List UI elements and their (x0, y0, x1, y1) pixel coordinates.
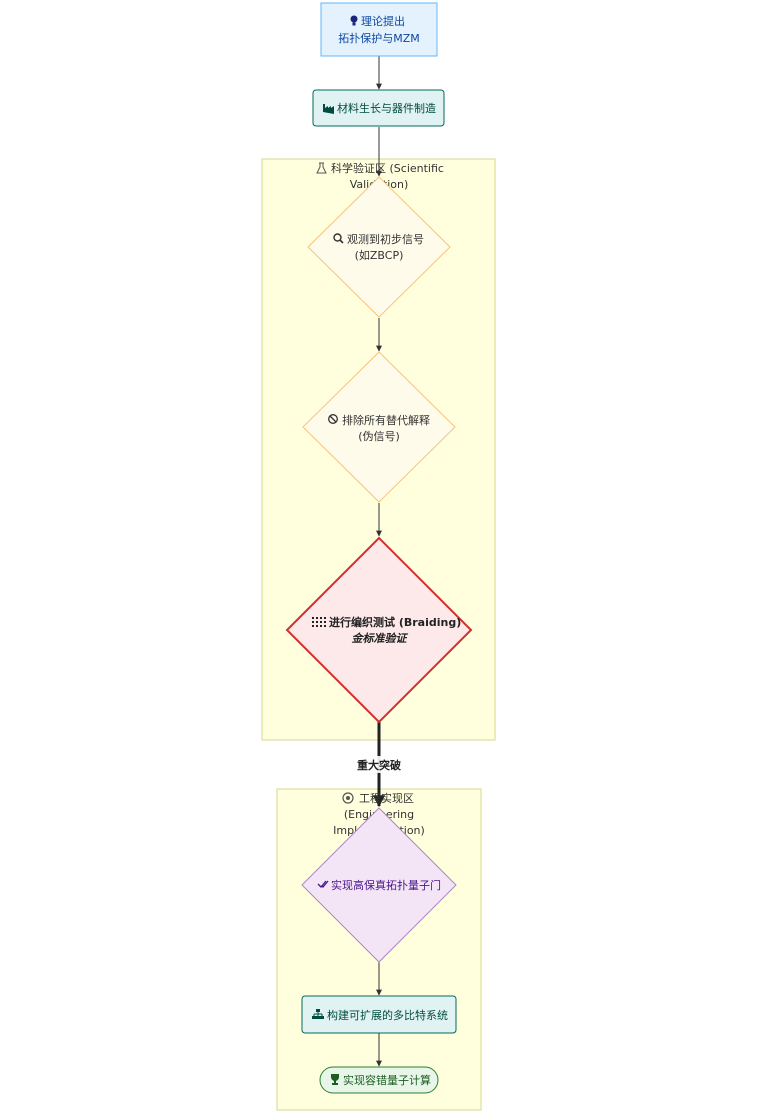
trophy-icon (331, 1074, 339, 1085)
svg-text:进行编织测试 (Braiding): 进行编织测试 (Braiding) (329, 615, 461, 629)
lightbulb-icon (350, 15, 358, 26)
node-scalable[interactable]: 构建可扩展的多比特系统 (301, 995, 457, 1034)
svg-text:(伪信号): (伪信号) (358, 430, 400, 443)
svg-text:工程实现区: 工程实现区 (359, 791, 414, 805)
node-theory[interactable]: 理论提出 拓扑保护与MZM (320, 2, 438, 57)
svg-text:科学验证区 (Scientific: 科学验证区 (Scientific (331, 161, 444, 175)
svg-text:实现高保真拓扑量子门: 实现高保真拓扑量子门 (331, 878, 441, 892)
svg-text:拓扑保护与MZM: 拓扑保护与MZM (338, 31, 420, 45)
svg-text:材料生长与器件制造: 材料生长与器件制造 (337, 101, 436, 115)
svg-text:理论提出: 理论提出 (361, 14, 405, 28)
node-fault-tolerant[interactable]: 实现容错量子计算 (319, 1066, 439, 1094)
svg-text:实现容错量子计算: 实现容错量子计算 (343, 1073, 431, 1087)
check-double-icon (317, 880, 329, 888)
gear-icon (342, 792, 354, 804)
svg-text:观测到初步信号: 观测到初步信号 (347, 232, 424, 246)
flask-icon (316, 162, 327, 174)
node-braiding[interactable]: 进行编织测试 (Braiding) 金标准验证 (285, 536, 473, 724)
ban-icon (328, 414, 338, 424)
svg-text:排除所有替代解释: 排除所有替代解释 (342, 413, 430, 427)
node-exclude[interactable]: 排除所有替代解释 (伪信号) (302, 351, 456, 503)
edge-label-breakthrough: 重大突破 (353, 756, 405, 773)
svg-text:(如ZBCP): (如ZBCP) (355, 248, 404, 262)
svg-text:构建可扩展的多比特系统: 构建可扩展的多比特系统 (327, 1008, 448, 1022)
factory-icon (323, 104, 334, 114)
svg-text:重大突破: 重大突破 (357, 758, 401, 772)
search-icon (333, 233, 344, 244)
svg-text:金标准验证: 金标准验证 (352, 632, 409, 645)
grid-dots-icon (312, 617, 326, 627)
node-gate[interactable]: 实现高保真拓扑量子门 (301, 807, 457, 963)
node-signal[interactable]: 观测到初步信号 (如ZBCP) (307, 176, 451, 318)
node-fabrication[interactable]: 材料生长与器件制造 (312, 89, 445, 127)
sitemap-icon (312, 1009, 324, 1019)
